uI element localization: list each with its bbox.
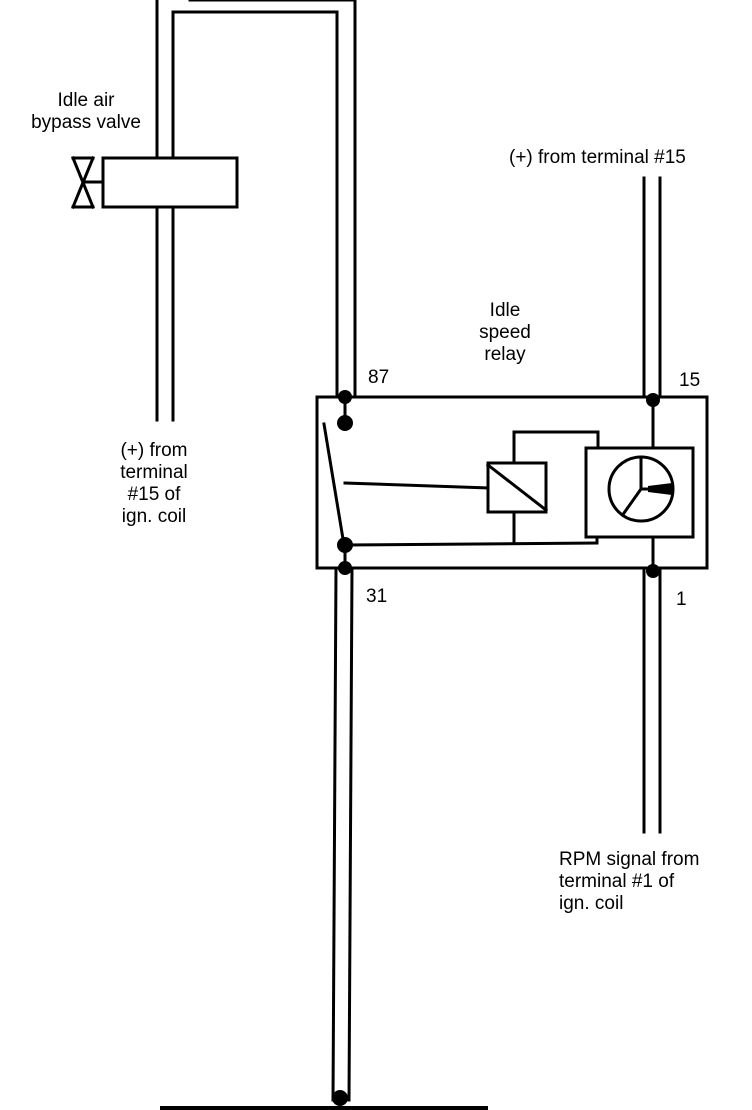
relay-label: Idle speed relay [460, 300, 550, 366]
terminal-31-label: 31 [366, 586, 388, 607]
speed-sensor-module [584, 446, 695, 539]
terminal-15-feed-wire [642, 176, 662, 399]
rpm-signal-label-line: ign. coil [559, 893, 624, 914]
valve-to-87-wire [171, 0, 357, 398]
valve-supply-wire [155, 0, 175, 422]
terminal-15-label: 15 [679, 370, 701, 391]
relay-label-line: Idle [489, 300, 521, 321]
valve-symbol-icon [71, 156, 105, 209]
relay-label-line: relay [484, 344, 526, 365]
bypass-valve-body [101, 156, 239, 209]
terminal-1-label: 1 [676, 589, 687, 610]
feed-left-label-line: (+) from [120, 440, 188, 461]
relay-housing [315, 395, 709, 570]
feed-left-label-line: ign. coil [121, 506, 187, 527]
valve-label-line: bypass valve [31, 112, 141, 133]
terminal-87-label: 87 [368, 367, 390, 388]
valve-label-line: Idle air [57, 90, 115, 111]
terminal-31-ground-wire [331, 566, 354, 1102]
feed-left-label-line: terminal [120, 462, 188, 483]
relay-label-line: speed [479, 322, 531, 343]
valve-label: Idle air bypass valve [0, 90, 172, 134]
relay-coil-icon [485, 461, 549, 514]
rpm-signal-label-line: terminal #1 of [559, 871, 675, 892]
rpm-signal-label: RPM signal from terminal #1 of ign. coil [559, 849, 699, 915]
feed-left-label-line: #15 of [127, 484, 181, 505]
junction-dots [332, 390, 660, 1106]
dial-needle-icon [648, 483, 672, 495]
feed-left-label: (+) from terminal #15 of ign. coil [95, 440, 213, 528]
rpm-signal-label-line: RPM signal from [559, 849, 700, 870]
feed-top-label: (+) from terminal #15 [509, 147, 686, 168]
terminal-1-signal-wire [642, 566, 662, 834]
